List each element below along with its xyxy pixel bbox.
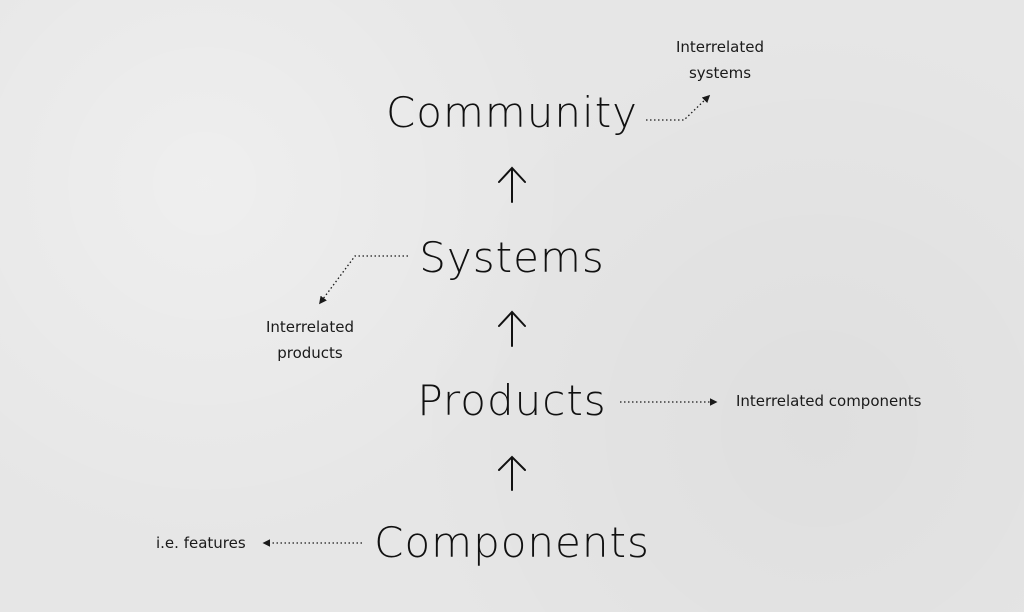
level-community: Community	[385, 88, 639, 137]
level-components: Components	[374, 518, 650, 567]
note-community: Interrelated systems	[660, 34, 780, 86]
dotted-arrow-community	[646, 94, 711, 121]
up-arrow-products-to-systems	[498, 310, 526, 347]
note-systems: Interrelated products	[250, 314, 370, 366]
dotted-arrow-systems	[319, 255, 408, 305]
note-systems-line1: Interrelated	[265, 318, 354, 336]
level-products: Products	[417, 376, 607, 425]
up-arrow-components-to-products	[498, 455, 526, 491]
note-systems-line2: products	[277, 344, 343, 362]
note-components: i.e. features	[156, 534, 246, 552]
note-products: Interrelated components	[736, 392, 922, 410]
note-community-line1: Interrelated	[675, 38, 764, 56]
level-systems: Systems	[419, 233, 605, 282]
note-community-line2: systems	[688, 64, 752, 82]
up-arrow-systems-to-community	[498, 166, 526, 203]
